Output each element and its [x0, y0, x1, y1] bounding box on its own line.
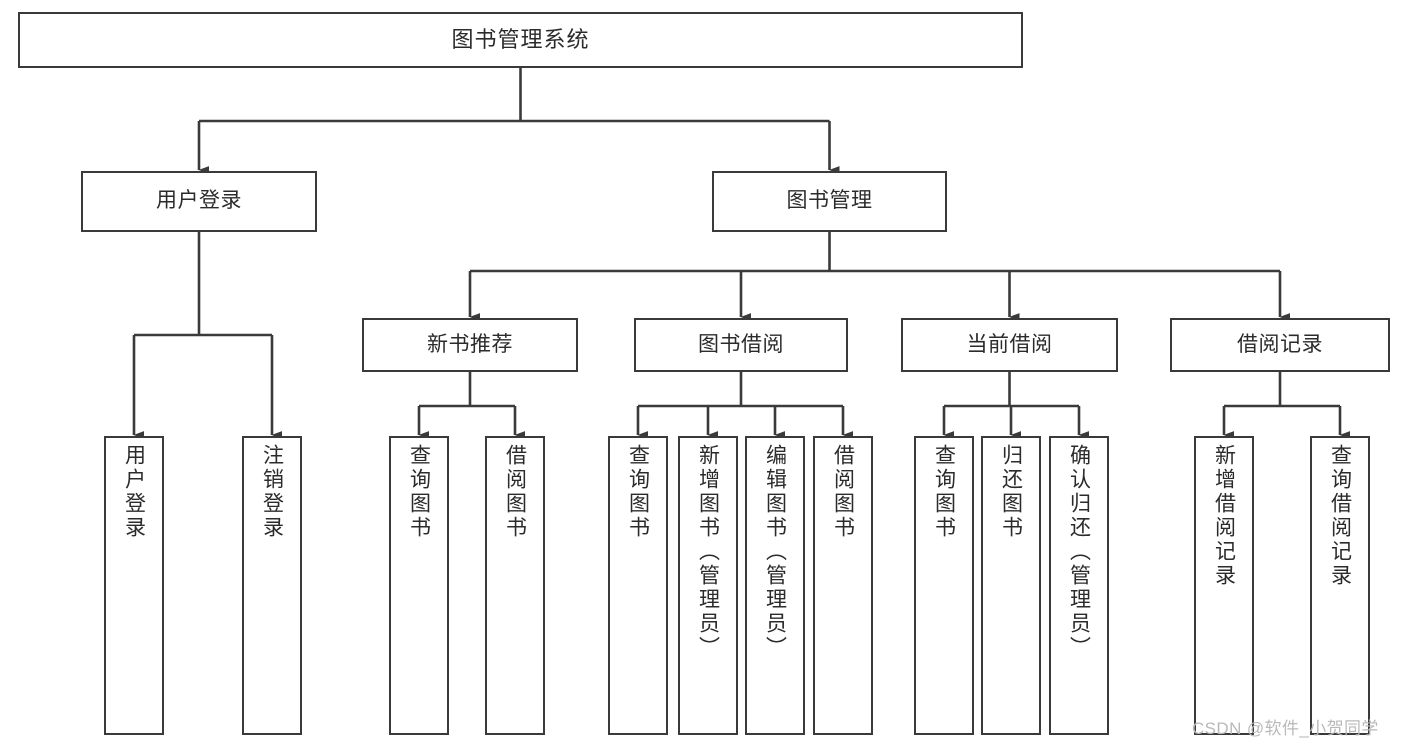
- node-leaf-query-book-1[interactable]: 查询图书: [389, 436, 449, 735]
- node-leaf-query-record[interactable]: 查询借阅记录: [1310, 436, 1370, 735]
- node-leaf-confirm-return[interactable]: 确认归还（管理员）: [1049, 436, 1109, 735]
- node-label-borrow-record: 借阅记录: [1237, 332, 1323, 356]
- node-label-leaf-add-record: 新增借阅记录: [1212, 444, 1236, 588]
- node-label-root: 图书管理系统: [451, 27, 590, 53]
- node-borrow-record[interactable]: 借阅记录: [1170, 318, 1390, 372]
- node-label-leaf-borrow-book-1: 借阅图书: [503, 444, 527, 540]
- node-label-book-manage: 图书管理: [786, 189, 873, 213]
- node-label-leaf-return-book: 归还图书: [999, 444, 1023, 540]
- node-label-leaf-query-record: 查询借阅记录: [1328, 444, 1352, 588]
- node-leaf-add-book[interactable]: 新增图书（管理员）: [678, 436, 738, 735]
- node-leaf-add-record[interactable]: 新增借阅记录: [1194, 436, 1254, 735]
- node-label-leaf-add-book: 新增图书（管理员）: [696, 444, 720, 660]
- node-label-leaf-user-logout: 注销登录: [260, 444, 284, 540]
- watermark: CSDN @软件_小贺同学: [1192, 719, 1379, 738]
- node-label-new-book-rec: 新书推荐: [427, 332, 513, 356]
- node-label-user-login: 用户登录: [156, 189, 242, 213]
- node-current-borrow[interactable]: 当前借阅: [901, 318, 1118, 372]
- node-label-leaf-borrow-book-2: 借阅图书: [831, 444, 855, 540]
- node-leaf-return-book[interactable]: 归还图书: [981, 436, 1041, 735]
- node-label-leaf-edit-book: 编辑图书（管理员）: [763, 444, 787, 660]
- node-label-book-borrow: 图书借阅: [698, 332, 784, 356]
- node-label-leaf-query-book-3: 查询图书: [932, 444, 956, 540]
- node-label-leaf-confirm-return: 确认归还（管理员）: [1067, 444, 1091, 660]
- node-root[interactable]: 图书管理系统: [18, 12, 1023, 68]
- node-leaf-borrow-book-2[interactable]: 借阅图书: [813, 436, 873, 735]
- node-leaf-query-book-2[interactable]: 查询图书: [608, 436, 668, 735]
- node-book-manage[interactable]: 图书管理: [712, 171, 947, 232]
- node-label-leaf-query-book-1: 查询图书: [407, 444, 431, 540]
- node-label-leaf-query-book-2: 查询图书: [626, 444, 650, 540]
- node-user-login[interactable]: 用户登录: [81, 171, 317, 232]
- node-leaf-user-logout[interactable]: 注销登录: [242, 436, 302, 735]
- node-leaf-borrow-book-1[interactable]: 借阅图书: [485, 436, 545, 735]
- node-leaf-edit-book[interactable]: 编辑图书（管理员）: [745, 436, 805, 735]
- node-label-leaf-user-login: 用户登录: [122, 444, 146, 540]
- node-book-borrow[interactable]: 图书借阅: [634, 318, 848, 372]
- node-leaf-query-book-3[interactable]: 查询图书: [914, 436, 974, 735]
- node-leaf-user-login[interactable]: 用户登录: [104, 436, 164, 735]
- node-label-current-borrow: 当前借阅: [966, 332, 1053, 356]
- node-new-book-rec[interactable]: 新书推荐: [362, 318, 578, 372]
